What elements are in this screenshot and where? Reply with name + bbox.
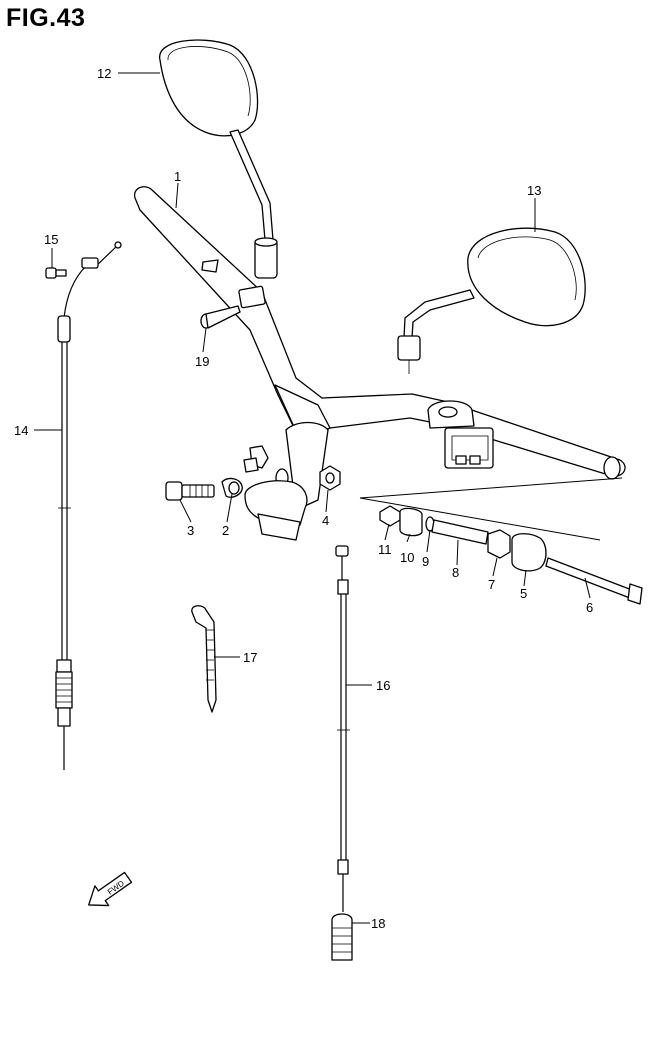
callout-labels: 12 1 13 15 19 14 3 2 4 11 10 9 8 7 5 6 1… — [14, 66, 593, 931]
fwd-arrow: FWD — [88, 871, 133, 907]
callout-13: 13 — [527, 183, 541, 198]
rubber-10 — [399, 507, 423, 537]
mirror-left — [159, 39, 278, 279]
callout-6: 6 — [586, 600, 593, 615]
callout-1: 1 — [174, 169, 181, 184]
spacer-2 — [221, 477, 243, 498]
callout-2: 2 — [222, 523, 229, 538]
clips — [243, 445, 269, 473]
figure-title: FIG.43 — [6, 4, 86, 32]
boot-18 — [331, 913, 353, 961]
callout-14: 14 — [14, 423, 28, 438]
callout-9: 9 — [422, 554, 429, 569]
clamp-17 — [191, 605, 217, 713]
reference-line — [359, 477, 623, 541]
callout-7: 7 — [488, 577, 495, 592]
screw-6 — [545, 557, 643, 605]
bolt-3 — [165, 481, 215, 501]
collar-7 — [487, 529, 511, 559]
callout-8: 8 — [452, 565, 459, 580]
cable-16 — [335, 545, 350, 912]
leader-lines — [34, 72, 591, 924]
screw-19 — [200, 305, 241, 329]
callout-10: 10 — [400, 550, 414, 565]
callout-4: 4 — [322, 513, 329, 528]
callout-11: 11 — [378, 542, 392, 557]
handlebar — [133, 186, 626, 541]
callout-12: 12 — [97, 66, 111, 81]
bolt-15 — [45, 267, 67, 279]
callout-15: 15 — [44, 232, 58, 247]
mirror-right — [397, 227, 586, 374]
weight-8 — [431, 519, 489, 545]
callout-3: 3 — [187, 523, 194, 538]
callout-5: 5 — [520, 586, 527, 601]
callout-16: 16 — [376, 678, 390, 693]
bar-end-5 — [511, 533, 547, 572]
nut-4 — [319, 465, 341, 491]
throttle-cable-14 — [55, 241, 122, 770]
nut-11 — [379, 505, 401, 527]
callout-18: 18 — [371, 916, 385, 931]
callout-19: 19 — [195, 354, 209, 369]
callout-17: 17 — [243, 650, 257, 665]
